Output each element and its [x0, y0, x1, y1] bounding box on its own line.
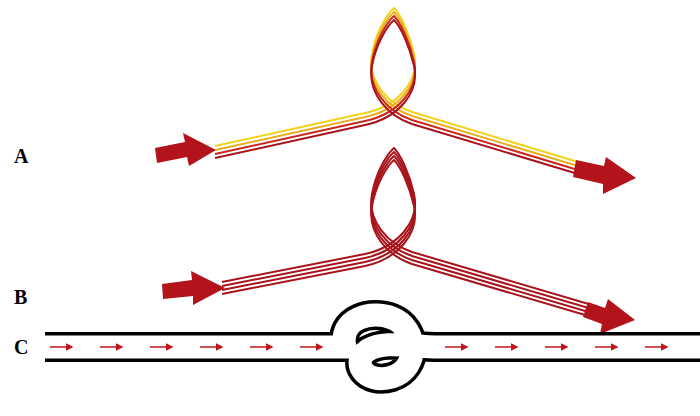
flow-dashes: [50, 346, 667, 348]
flow-arrow: [583, 299, 635, 334]
knotted-tube: [45, 315, 700, 379]
flow-arrow: [573, 157, 636, 194]
panel-label: A: [14, 146, 28, 166]
panel-label: B: [14, 287, 27, 307]
flow-arrow: [162, 271, 225, 305]
flow-arrow: [155, 133, 216, 166]
strand-bundle-b: [222, 148, 592, 317]
strand-bundle-a: [215, 8, 578, 174]
panel-label: C: [14, 337, 28, 357]
